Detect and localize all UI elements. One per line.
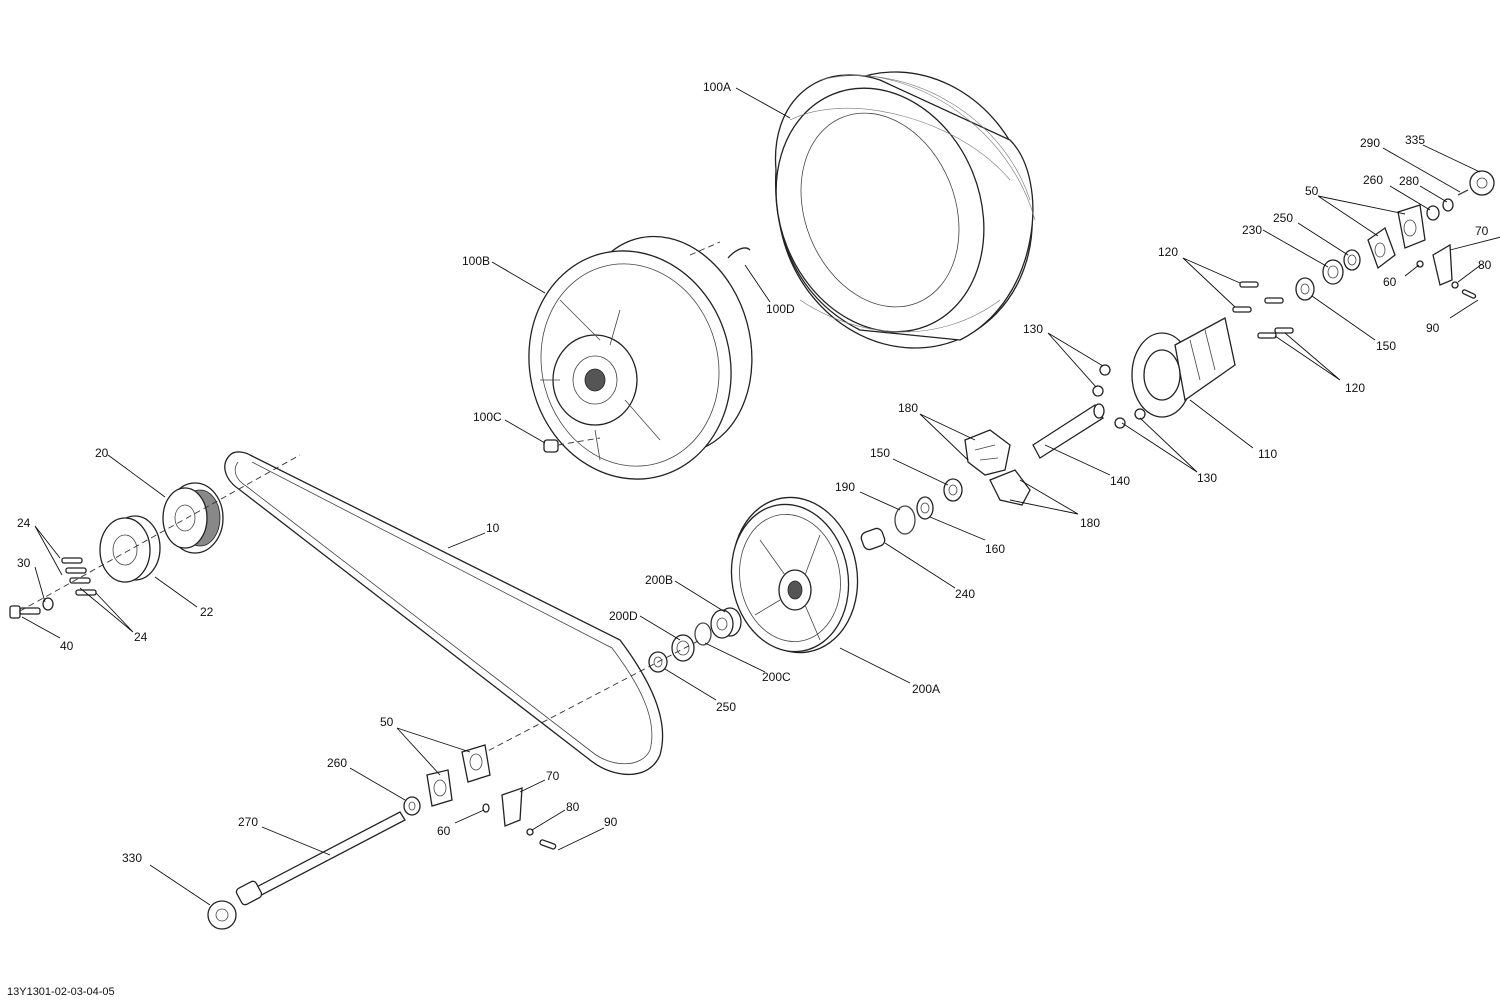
label-24-top: 24 [17,516,31,530]
label-120-bottom: 120 [1345,381,1365,395]
label-160: 160 [985,542,1005,556]
sprocket-200a [730,496,859,654]
label-130-top: 130 [1023,322,1043,336]
label-120-top: 120 [1158,245,1178,259]
axle-nut-330 [207,900,237,930]
label-10: 10 [486,521,500,535]
studs-120 [1232,281,1294,339]
bearing-150-center [943,478,963,502]
label-150-center: 150 [870,446,890,460]
valve-100d [727,247,751,259]
label-24-bottom: 24 [134,630,148,644]
sprocket-20 [162,482,224,554]
label-280: 280 [1399,174,1419,188]
label-70-right: 70 [1475,224,1489,238]
label-140: 140 [1110,474,1130,488]
label-200d: 200D [609,609,638,623]
label-200c: 200C [762,670,791,684]
bushing-240 [860,527,886,551]
label-260-right: 260 [1363,173,1383,187]
label-20: 20 [95,446,109,460]
clip-290 [1457,189,1469,196]
bearing-200d [671,634,695,662]
axle-270 [235,811,406,906]
label-22: 22 [200,605,214,619]
bearing-250-right [1343,249,1361,271]
cush-drive-180 [964,429,1031,506]
label-30: 30 [17,556,31,570]
label-80-lower: 80 [566,800,580,814]
label-240: 240 [955,587,975,601]
leader-lines [21,87,1500,906]
washer-80-right [1451,281,1459,289]
label-50-lower: 50 [380,715,394,729]
nuts-130 [1092,364,1146,429]
tire-100a [774,71,1036,349]
label-60-lower: 60 [437,824,451,838]
bolt-40 [9,605,41,619]
label-180-top: 180 [898,401,918,415]
circlip-200c [694,622,712,646]
washer-260-right [1426,205,1440,221]
rim-100b [528,235,753,480]
callout-labels: 100A 100B 100C 100D 10 20 22 24 24 30 40… [17,80,1492,865]
label-90-right: 90 [1426,321,1440,335]
drive-belt-10 [224,451,664,776]
label-250-right: 250 [1273,211,1293,225]
label-60-right: 60 [1383,275,1397,289]
label-110: 110 [1258,447,1277,461]
pulley-22 [99,515,161,583]
o-ring-190 [894,505,916,535]
bolt-90-right [1461,289,1477,299]
label-190: 190 [835,480,855,494]
label-130-bottom: 130 [1197,471,1217,485]
washer-30 [42,597,54,611]
label-100d: 100D [766,302,795,316]
label-335: 335 [1405,133,1425,147]
bolt-90-lower [539,839,557,850]
label-150-right: 150 [1376,339,1396,353]
label-270: 270 [238,815,258,829]
label-260-lower: 260 [327,756,347,770]
valve-stem-100c [543,437,601,453]
washer-260-lower [403,796,421,816]
housing-50-right [1367,204,1426,270]
tube-140 [1032,403,1105,459]
label-100c: 100C [473,410,502,424]
spacer-200b [710,607,742,639]
label-100b: 100B [462,254,490,268]
label-90-lower: 90 [604,815,618,829]
housing-50-lower [426,744,491,807]
label-250-lower: 250 [716,700,736,714]
label-290: 290 [1360,136,1380,150]
label-70-lower: 70 [546,769,560,783]
label-200a: 200A [912,682,940,696]
label-330: 330 [122,851,142,865]
label-80-right: 80 [1478,258,1492,272]
adjuster-70-lower [501,787,523,827]
seal-230 [1322,259,1344,285]
washer-280 [1442,198,1454,212]
label-180-bottom: 180 [1080,516,1100,530]
label-50-right: 50 [1305,184,1319,198]
bearing-160 [916,496,934,520]
adjuster-70-right [1432,243,1453,286]
label-230: 230 [1242,223,1262,237]
label-100a: 100A [703,80,731,94]
nut-60-lower [482,803,490,813]
hub-110 [1131,317,1236,418]
bolts-24 [61,557,97,596]
bearing-150-right [1295,277,1315,301]
label-40: 40 [60,639,74,653]
washer-80-lower [526,828,534,836]
document-id: 13Y1301-02-03-04-05 [7,986,115,998]
cap-335 [1469,170,1495,196]
label-200b: 200B [645,573,673,587]
